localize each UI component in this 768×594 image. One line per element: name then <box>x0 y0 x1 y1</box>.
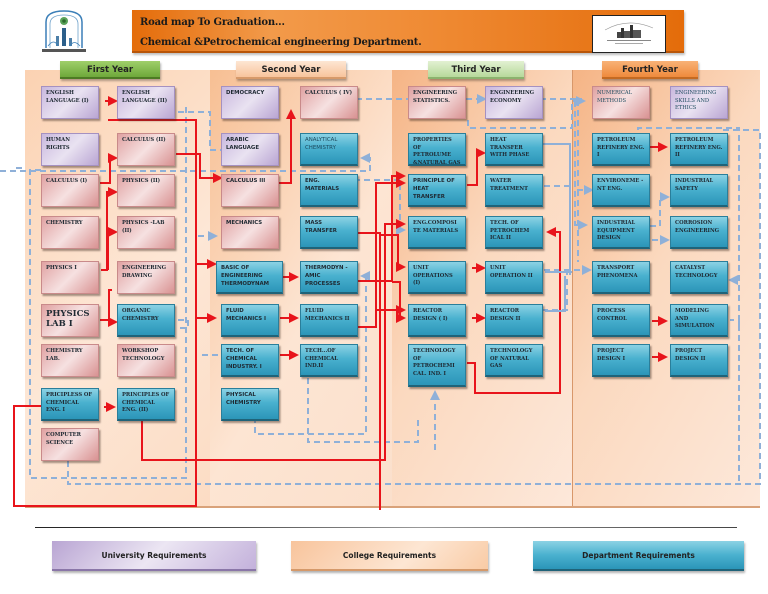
department-logo <box>592 15 666 53</box>
course-engineering-skills-ethics[interactable]: ENGINEERING SKILLS AND ETHICS <box>670 86 728 119</box>
college-logo <box>38 8 90 56</box>
course-english-language-1[interactable]: ENGLISH LANGUAGE (I) <box>41 86 99 119</box>
course-engineering-economy[interactable]: ENGINEERING ECONOMY <box>485 86 543 119</box>
separator-line <box>35 527 737 528</box>
course-principles-chemical-eng-2[interactable]: PRINCIPLES OF CHEMICAL ENG. (II) <box>117 388 175 421</box>
course-arabic-language[interactable]: ARABIC LANGUAGE <box>221 133 279 166</box>
columns-baseline <box>25 506 760 508</box>
course-computer-science[interactable]: COMPUTER SCIENCE <box>41 428 99 461</box>
course-principles-chemical-eng-1[interactable]: PRICIPLESS OF CHEMICAL ENG. I <box>41 388 99 421</box>
page-subtitle: Chemical &Petrochemical engineering Depa… <box>140 37 422 48</box>
course-fluid-mechanics-1[interactable]: FLUID MECHANICS I <box>221 304 279 337</box>
year-tab-third[interactable]: Third Year <box>428 61 524 79</box>
year-tab-fourth[interactable]: Fourth Year <box>602 61 698 79</box>
course-physics-lab-2[interactable]: PHYSICS -LAB (II) <box>117 216 175 249</box>
course-catalyst-technology[interactable]: CATALYST TECHNOLOGY <box>670 261 728 294</box>
course-physical-chemistry[interactable]: PHYSICAL CHEMISTRY <box>221 388 279 421</box>
course-petroleum-refinery-eng-1[interactable]: PETROLEUM REFINERY ENG. I <box>592 133 650 166</box>
course-numerical-methods[interactable]: NUMERICAL METHODS <box>592 86 650 119</box>
course-unit-operation-2[interactable]: UNIT OPERATION II <box>485 261 543 294</box>
course-tech-chemical-industry-1[interactable]: TECH. OF CHEMICAL INDUSTRY. I <box>221 344 279 377</box>
course-democracy[interactable]: DEMOCRACY <box>221 86 279 119</box>
course-engineering-drawing[interactable]: ENGINEERING DRAWING <box>117 261 175 294</box>
legend-college-requirements: College Requirements <box>291 541 488 571</box>
course-heat-transfer-with-phase[interactable]: HEAT TRANSFER WITH PHASE <box>485 133 543 166</box>
course-corrosion-engineering[interactable]: CORROSION ENGINEERING <box>670 216 728 249</box>
course-calculus-4[interactable]: CALCULUS ( IV) <box>300 86 358 119</box>
course-fluid-mechanics-2[interactable]: FLUID MECHANICS II <box>300 304 358 337</box>
course-analytical-chemistry[interactable]: ANALYTICAL CHEMISTRY <box>300 133 358 166</box>
legend-department-requirements: Department Requirements <box>533 541 744 571</box>
course-reactor-design-1[interactable]: REACTOR DESIGN ( I) <box>408 304 466 337</box>
course-industrial-equipment-design[interactable]: INDUSTRIAL EQUIPMENT DESIGN <box>592 216 650 249</box>
course-workshop-technology[interactable]: WORKSHOP TECHNOLOGY <box>117 344 175 377</box>
course-human-rights[interactable]: HUMAN RIGHTS <box>41 133 99 166</box>
year-tab-second[interactable]: Second Year <box>236 61 346 79</box>
course-chemistry[interactable]: CHEMISTRY <box>41 216 99 249</box>
course-mechanics[interactable]: MECHANICS <box>221 216 279 249</box>
course-physics-1[interactable]: PHYSICS I <box>41 261 99 294</box>
year-tab-first[interactable]: First Year <box>60 61 160 79</box>
course-calculus-3[interactable]: CALCULUS III <box>221 174 279 207</box>
course-tech-petrochemical-industry-1[interactable]: TECHNOLOGY OF PETROCHEMI CAL. IND. I <box>408 344 466 387</box>
course-calculus-2[interactable]: CALCULUS (II) <box>117 133 175 166</box>
course-english-language-2[interactable]: ENGLISH LANGUAGE (II) <box>117 86 175 119</box>
course-engineering-statistics[interactable]: ENGINEERING STATISTICS. <box>408 86 466 119</box>
course-water-treatment[interactable]: WATER TREATMENT <box>485 174 543 207</box>
course-transport-phenomena[interactable]: TRANSPORT PHENOMENA <box>592 261 650 294</box>
course-project-design-1[interactable]: PROJECT DESIGN I <box>592 344 650 377</box>
course-chemistry-lab[interactable]: CHEMISTRY LAB. <box>41 344 99 377</box>
legend-university-requirements: University Requirements <box>52 541 256 571</box>
course-thermodynamic-processes[interactable]: THERMODYN -AMIC PROCESSES <box>300 261 358 294</box>
page-title: Road map To Graduation... <box>140 17 285 28</box>
course-petroleum-refinery-eng-2[interactable]: PETROLEUM REFINERY ENG. II <box>670 133 728 166</box>
course-organic-chemistry[interactable]: ORGANIC CHEMISTRY <box>117 304 175 337</box>
course-basic-engineering-thermodynamics[interactable]: BASIC OF ENGINEERING THERMODYNAM <box>216 261 283 294</box>
course-calculus-1[interactable]: CALCULUS (I) <box>41 174 99 207</box>
course-eng-composite-materials[interactable]: ENG.COMPOSI TE MATERIALS <box>408 216 466 249</box>
course-process-control[interactable]: PROCESS CONTROL <box>592 304 650 337</box>
course-physics-2[interactable]: PHYSICS (II) <box>117 174 175 207</box>
course-industrial-safety[interactable]: INDUSTRIAL SAFETY <box>670 174 728 207</box>
course-eng-materials[interactable]: ENG. MATERIALS <box>300 174 358 207</box>
course-physics-lab-1[interactable]: PHYSICS LAB I <box>41 304 99 337</box>
course-project-design-2[interactable]: PROJECT DESIGN II <box>670 344 728 377</box>
course-mass-transfer[interactable]: MASS TRANSFER <box>300 216 358 249</box>
course-environment-eng[interactable]: ENVIRONEME -NT ENG. <box>592 174 650 207</box>
course-technology-natural-gas[interactable]: TECHNOLOGY OF NATURAL GAS <box>485 344 543 377</box>
course-tech-petrochemical-2[interactable]: TECH. OF PETROCHEM ICAL II <box>485 216 543 249</box>
course-properties-petroleum-natural-gas[interactable]: PROPERTIES OF PETROLUME &NATURAL GAS <box>408 133 466 166</box>
course-tech-chemical-industry-2[interactable]: TECH...OF CHEMICAL IND.II <box>300 344 358 377</box>
course-modeling-simulation[interactable]: MODELING AND SIMULATION <box>670 304 728 337</box>
course-reactor-design-2[interactable]: REACTOR DESIGN II <box>485 304 543 337</box>
course-unit-operations-1[interactable]: UNIT OPERATIONS (I) <box>408 261 466 294</box>
course-principle-heat-transfer[interactable]: PRINCIPLE OF HEAT TRANSFER <box>408 174 466 207</box>
